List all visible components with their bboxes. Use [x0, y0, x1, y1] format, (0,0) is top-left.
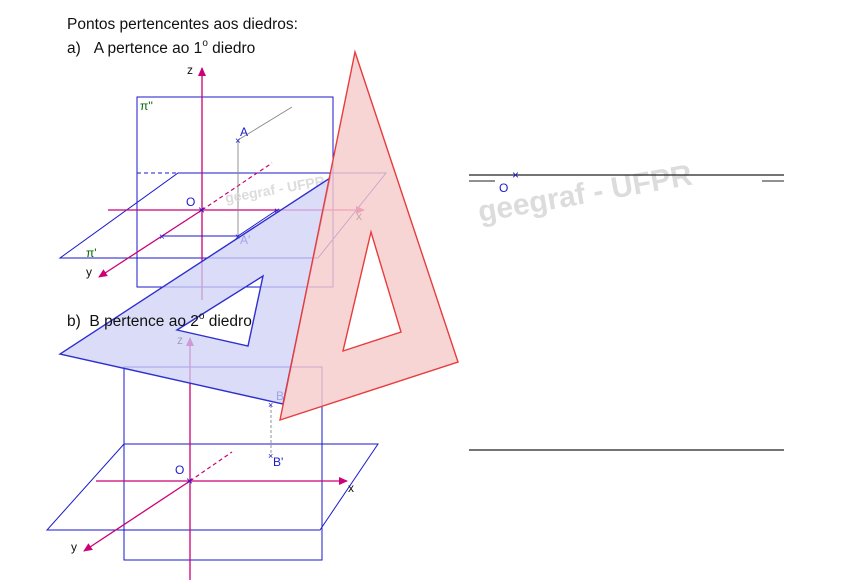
x-label-b: x: [348, 481, 354, 495]
svg-text:×: ×: [159, 232, 165, 243]
point-b-projection-label: B': [273, 455, 283, 469]
item-a-text-end: diedro: [207, 40, 256, 57]
item-b-title: b) B pertence ao 2o diedro: [67, 311, 252, 331]
item-a-text: A pertence ao 1: [93, 40, 203, 57]
horizontal-plane-b: [45, 443, 379, 531]
item-b-degree: o: [198, 311, 205, 322]
z-label-a: z: [187, 63, 193, 77]
page-heading: Pontos pertencentes aos diedros:: [67, 16, 298, 33]
item-b-text-end: diedro: [204, 313, 252, 330]
y-label-b: y: [71, 540, 77, 554]
svg-text:×: ×: [186, 474, 193, 488]
y-axis-a: [98, 209, 203, 278]
item-b-text: B pertence ao 2: [89, 313, 199, 330]
origin-label-a: O: [186, 195, 195, 209]
epure-panel: geegraf - UFPR × O: [469, 159, 784, 451]
item-a-degree: o: [202, 38, 208, 49]
set-square-blue[interactable]: [58, 176, 332, 405]
triangle-ruler-red[interactable]: [279, 49, 459, 422]
horizontal-plane-label: π': [86, 246, 97, 260]
item-a-title: a) A pertence ao 1o diedro: [67, 38, 256, 58]
svg-text:×: ×: [268, 451, 273, 461]
vertical-plane-label: π'': [140, 99, 153, 113]
item-b-marker: b): [67, 313, 81, 330]
svg-text:×: ×: [198, 203, 205, 217]
item-a-marker: a): [67, 40, 81, 57]
epure-origin-label: O: [499, 181, 508, 195]
y-label-a: y: [86, 265, 92, 279]
svg-text:×: ×: [268, 400, 273, 410]
svg-text:×: ×: [274, 206, 280, 217]
svg-text:×: ×: [512, 168, 519, 182]
svg-text:×: ×: [235, 136, 241, 147]
y-axis-b: [83, 480, 191, 552]
point-a-label: A: [240, 125, 248, 139]
origin-label-b: O: [175, 463, 184, 477]
epure-watermark: geegraf - UFPR: [475, 159, 694, 229]
